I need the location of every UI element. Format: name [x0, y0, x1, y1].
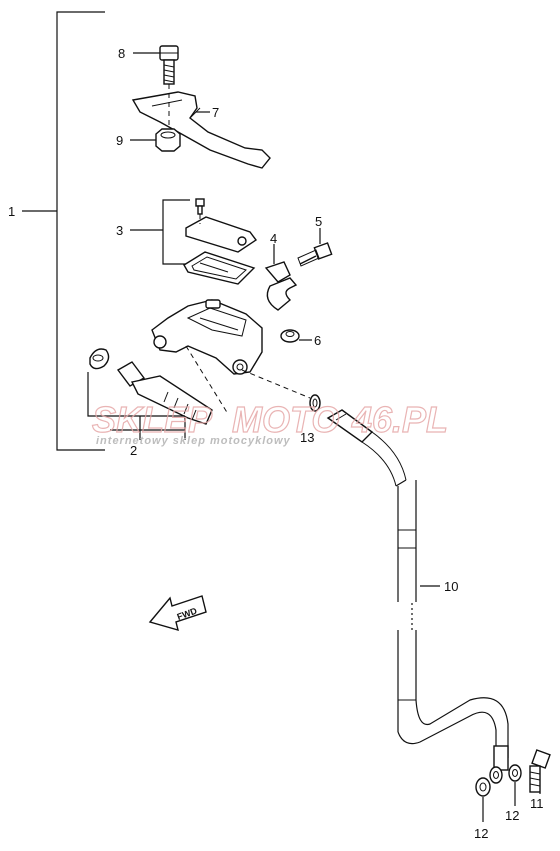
label-part-8: 8: [118, 46, 125, 61]
label-part-1: 1: [8, 204, 15, 219]
master-cylinder-body: [151, 299, 311, 399]
label-part-12-right: 12: [505, 808, 519, 823]
clutch-hose-part-10: [326, 409, 509, 771]
screw-part-5: [297, 228, 333, 267]
label-part-3: 3: [116, 223, 123, 238]
label-part-13: 13: [300, 430, 314, 445]
watermark-tagline: internetowy sklep motocyklowy: [96, 435, 291, 447]
holder-part-4: [264, 244, 298, 311]
label-part-5: 5: [315, 214, 322, 229]
bolt-part-8: [133, 45, 179, 85]
label-part-9: 9: [116, 133, 123, 148]
label-part-2: 2: [130, 443, 137, 458]
clutch-lever-part-7: [131, 84, 271, 169]
label-part-11: 11: [530, 796, 544, 811]
forward-arrow-icon: FWD: [148, 595, 207, 632]
banjo-fittings: [475, 749, 551, 822]
nut-part-9: [130, 128, 181, 152]
watermark: SKLEP MOTO 46.PL internetowy sklep motoc…: [91, 398, 448, 447]
part-labels: 1 2 3 4 5 6 7 8 9 10 11 12 12 13: [8, 46, 544, 841]
watermark-brand-part3: 46.PL: [351, 399, 448, 440]
label-part-6: 6: [314, 333, 321, 348]
watermark-brand-part2: MOTO: [232, 399, 339, 440]
watermark-brand-part1: SKLEP: [92, 399, 213, 440]
label-part-7: 7: [212, 105, 219, 120]
label-part-12-left: 12: [474, 826, 488, 841]
label-part-10: 10: [444, 579, 458, 594]
piston-kit-part-2: [87, 345, 229, 440]
assembly-bracket: [22, 11, 105, 451]
label-part-4: 4: [270, 231, 277, 246]
washer-part-13: [309, 394, 321, 412]
reservoir-cap-part-3: [130, 198, 258, 285]
washer-part-6: [280, 329, 312, 343]
